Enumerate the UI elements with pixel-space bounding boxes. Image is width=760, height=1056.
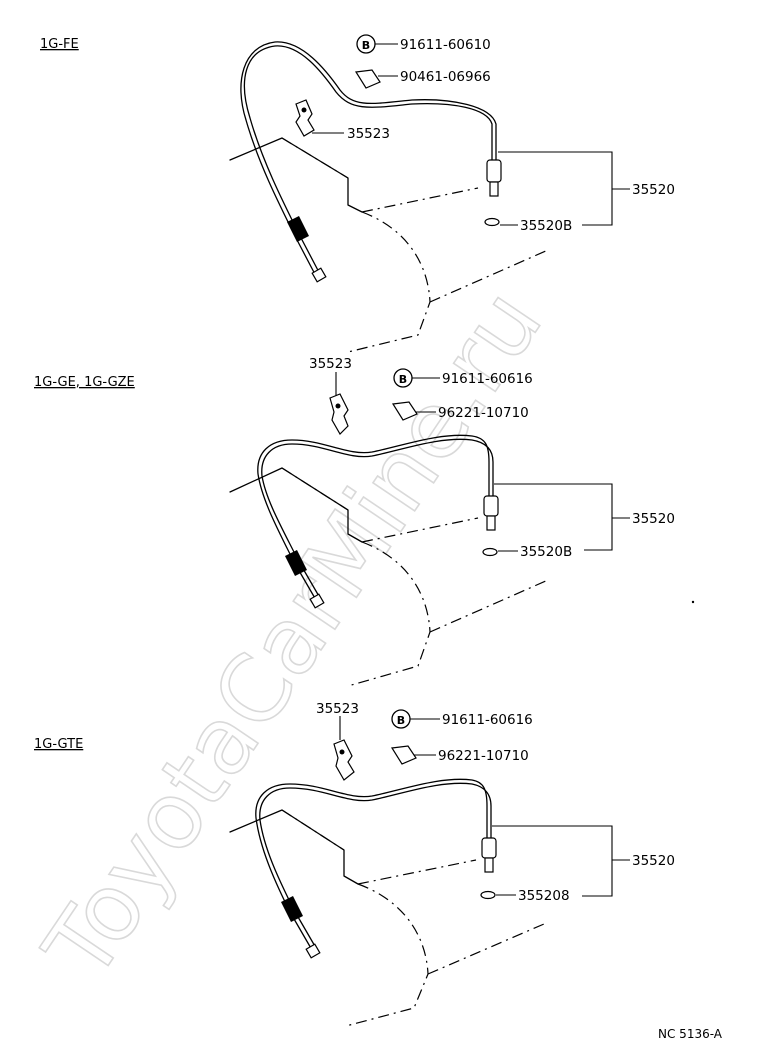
cable-assembly-part-number: 35520 [632, 853, 675, 869]
o-ring-icon [484, 217, 500, 227]
leader-lines [335, 372, 630, 552]
engine-label: 1G-GE, 1G-GZE [34, 375, 135, 390]
transmission-outline [229, 137, 549, 353]
bracket-icon [295, 99, 315, 137]
stray-dot [691, 600, 695, 604]
leader-lines [312, 43, 630, 226]
o-ring-icon [482, 547, 498, 557]
section-1g-fe: 1G-FE B [40, 34, 675, 353]
engine-label: 1G-FE [40, 37, 79, 52]
bolt-marker: B [391, 709, 411, 729]
bolt-part-number: 91611-60610 [400, 37, 491, 53]
bracket-part-number: 35523 [309, 356, 352, 372]
clamp-part-number: 96221-10710 [438, 748, 529, 764]
clamp-icon [391, 401, 418, 421]
drawing-number: NC 5136-A [658, 1027, 723, 1041]
throttle-cable [257, 434, 499, 609]
bolt-marker: B [356, 34, 376, 54]
o-ring-icon [480, 890, 496, 900]
bracket-icon [329, 393, 349, 435]
throttle-cable [255, 778, 497, 959]
bolt-marker: B [393, 368, 413, 388]
clamp-part-number: 90461-06966 [400, 69, 491, 85]
leader-lines [339, 716, 630, 897]
section-1g-gte: 1G-GTE B [34, 701, 675, 1027]
clamp-icon [354, 69, 381, 89]
o-ring-part-number: 355208 [518, 888, 570, 904]
o-ring-part-number: 35520B [520, 544, 572, 560]
bracket-part-number: 35523 [316, 701, 359, 717]
engine-label: 1G-GTE [34, 737, 83, 752]
clamp-icon [390, 745, 417, 765]
svg-text:B: B [397, 714, 405, 727]
svg-text:B: B [362, 39, 370, 52]
section-1g-ge-1g-gze: 1G-GE, 1G-GZE B [34, 356, 675, 687]
transmission-outline [229, 467, 549, 687]
cable-assembly-part-number: 35520 [632, 511, 675, 527]
clamp-part-number: 96221-10710 [438, 405, 529, 421]
o-ring-part-number: 35520B [520, 218, 572, 234]
cable-assembly-part-number: 35520 [632, 182, 675, 198]
bolt-part-number: 91611-60616 [442, 712, 533, 728]
transmission-outline [229, 809, 545, 1027]
bracket-part-number: 35523 [347, 126, 390, 142]
svg-text:B: B [399, 373, 407, 386]
bracket-icon [333, 739, 355, 781]
throttle-cable [240, 41, 502, 283]
bolt-part-number: 91611-60616 [442, 371, 533, 387]
